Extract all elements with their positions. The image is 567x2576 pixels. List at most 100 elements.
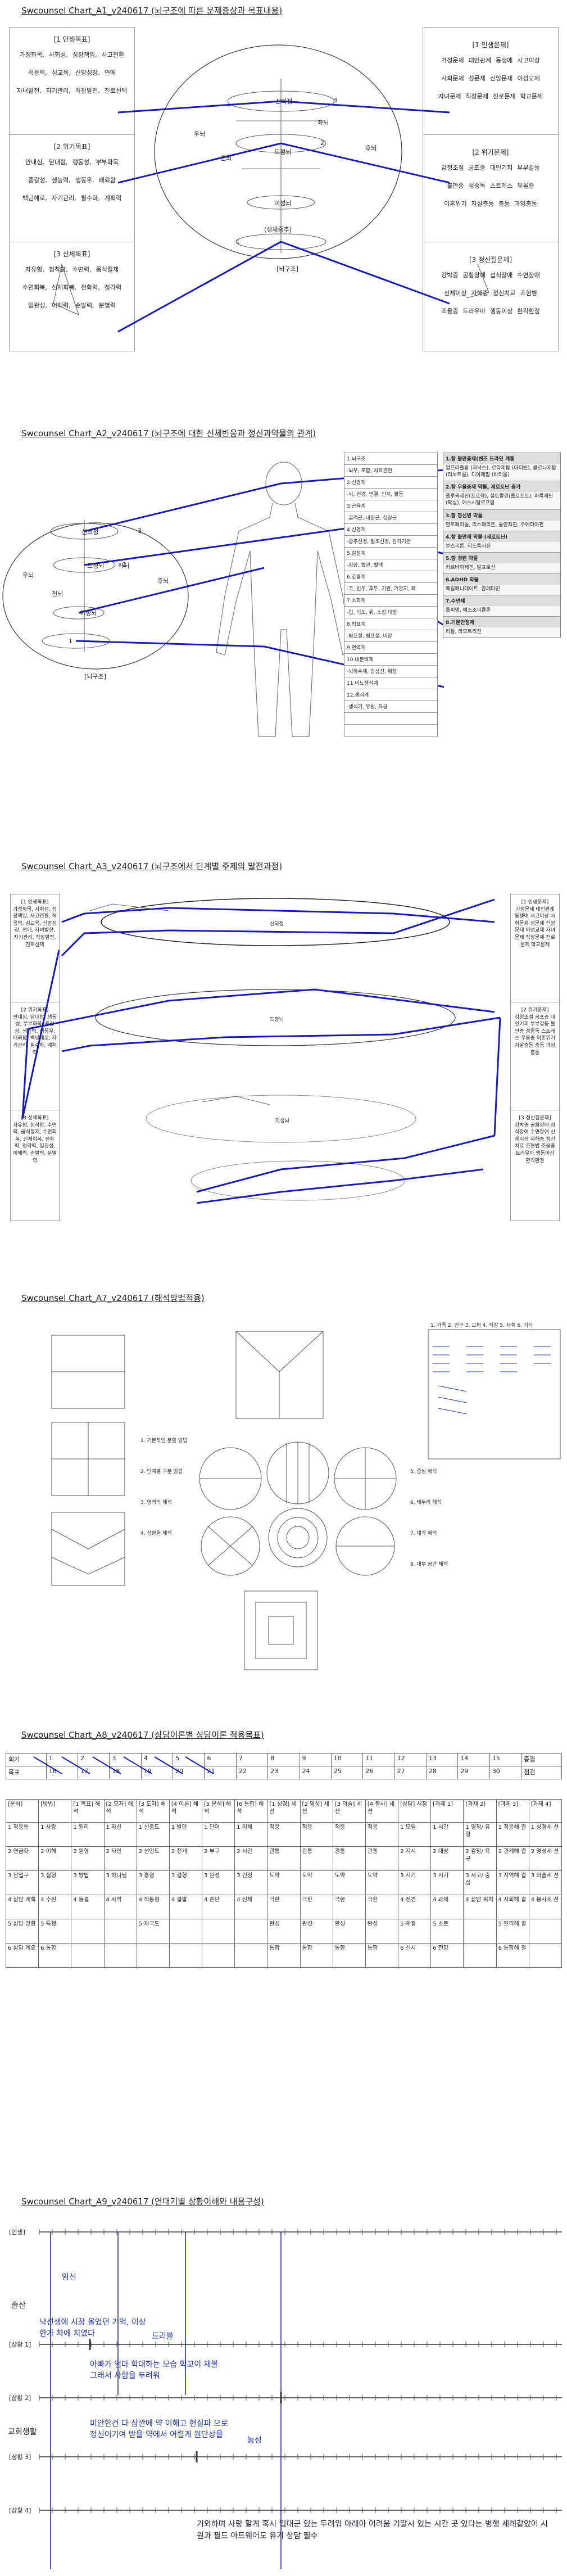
group-title: [1 인생문제] [472, 41, 509, 49]
system-item: 11.비뇨생식계 [344, 677, 437, 689]
a2-label-2: 2 [123, 561, 126, 568]
a3-right-seg-2: [2 위기문제]감정조절 공포증 대인기피 부부갈등 불안증 성중독 스트레스 … [511, 1002, 559, 1110]
a7-caption-4: 4. 상황을 해석 [140, 1531, 172, 1536]
group-row: 적응력,심교육,신앙성장,연애 [28, 69, 116, 76]
a9-row-situation-3: [상황 3] [9, 2453, 31, 2461]
a1-brain-caption: [뇌구조] [276, 265, 298, 273]
a3-ring-label-1: 신의정 [270, 921, 284, 927]
a9-title: Swcounsel Chart_A9_v240617 (연대기별 상황이해와 내… [21, 2197, 264, 2207]
system-item: 12.생식계 [344, 689, 437, 701]
a2-label-front-brain: 전뇌 [52, 590, 63, 598]
group-row: 가정화목,사회성,성장책임,사고전환 [19, 51, 125, 58]
a8-method-table: [분석][방법][1 목표] 해석[2 모자] 해석[3 도자] 해석[4 이론… [5, 1799, 563, 1968]
a2-label-1: 1 [69, 638, 72, 645]
a3-right-seg-3: [3 정신질문제]강박증 공황장애 섭식장애 수면장애 신체이상 자해증 정신치… [511, 1110, 559, 1215]
a2-body-systems-list: 1.뇌구조 -뇌우, 포함, 치료관련 2.신경계 -뇌, 건강, 연결, 인지… [344, 453, 438, 736]
a3-ellipse-top [101, 898, 450, 946]
system-item: 3.근육계 [344, 500, 437, 512]
a1-left-group-3: [3 신체목표] 자유함,침착함,수면력,음식절제 수면회복,신체회복,전화력,… [10, 242, 134, 349]
a2-label-reason: 이성뇌 [80, 609, 97, 617]
a9-row-life: [인생] [9, 2229, 25, 2236]
a7-caption-6: 6. 테두리 해석 [410, 1500, 442, 1506]
a9-note-birth: 출산 [11, 2301, 26, 2310]
system-item: -입, 식도, 위, 소장 대장 [344, 607, 437, 618]
a9-note-long: 기외하며 사랑 할게 혹시 입대군 있는 두려워 아래아 어려움 기말시 있는 … [197, 2520, 548, 2541]
a7-caption-8: 8. 내부 공간 해석 [410, 1562, 448, 1567]
group-row: 자유함,침착함,수면력,음식절제 [25, 266, 119, 273]
system-item: 1.뇌구조 [344, 453, 437, 465]
a2-label-emotion: 드정뇌 [87, 562, 105, 570]
table-row: [분석][방법][1 목표] 해석[2 모자] 해석[3 도자] 해석[4 이론… [5, 1799, 563, 1823]
a3-left-goals: [1 인생목표]가정화목, 사회성, 성장책임, 사고전환, 적응력, 심교육,… [10, 894, 60, 1221]
a7-title: Swcounsel Chart_A7_v240617 (해석방법적용) [21, 1293, 205, 1303]
a2-label-left-brain: 좌뇌 [118, 562, 130, 570]
group-row: 중갈성,생능력,생동우,배뢰함 [28, 176, 116, 184]
group-title: [3 신체목표] [53, 250, 90, 258]
a9-note-sit: 농성 [247, 2436, 262, 2445]
a1-label-2: 2 [320, 139, 324, 147]
a7-diagrams [51, 1329, 561, 1670]
a1-label-emotion: 드정뇌 [274, 148, 292, 156]
a1-label-spirit: 신의정 [275, 98, 293, 105]
a2-label-3: 3 [138, 527, 142, 535]
a1-label-right-brain: 우뇌 [194, 130, 206, 138]
a2-label-back-brain: 후뇌 [157, 577, 169, 585]
a9-row-situation-1: [상황 1] [9, 2341, 31, 2348]
a9-note-dribble: 드리블 [152, 2332, 174, 2341]
a1-left-group-1: [1 인생목표] 가정화목,사회성,성장책임,사고전환 적응력,심교육,신앙성장… [10, 28, 134, 134]
group-title: [3 정신질문제] [469, 256, 512, 264]
a3-left-seg-1: [1 인생목표]가정화목, 사회성, 성장책임, 사고전환, 적응력, 심교육,… [13, 900, 57, 948]
a1-label-vital: (생체중추) [264, 226, 292, 233]
a1-label-front-brain: 전뇌 [220, 155, 232, 162]
system-item: 9.면역계 [344, 642, 437, 654]
a1-brain-outer [154, 44, 402, 259]
a9-row-situation-2: [상황 2] [9, 2394, 31, 2402]
a1-label-left-brain: 좌뇌 [317, 119, 329, 126]
a9-note-memory: 낙선생에 시장 울었던 기억, 이상한가 차에 치였다 [39, 2318, 146, 2338]
system-item: -중추신경, 말초신경, 감각기관 [344, 536, 437, 548]
a2-label-right-brain: 우뇌 [22, 572, 34, 579]
a9-note-pregnancy: 임신 [62, 2273, 76, 2282]
system-item: 5.감정계 [344, 548, 437, 559]
system-item: 7.소화계 [344, 595, 437, 607]
a3-right-seg-1: [1 인생문제]가정문제 대인관계 동생애 사고이상 사회문제 성문제 신앙문제… [515, 900, 555, 948]
group-row: 백년해로,자기관리,필수화,계획력 [22, 194, 122, 202]
a7-sheet-header: 1. 가족 2. 친구 3. 교회 4. 직장 5. 사회 6. 기타 [430, 1323, 533, 1328]
a3-left-seg-2: [2 위기목표]안내심, 담대함, 행동성, 부부화목, 중갈성, 생능력, 생… [11, 1002, 59, 1110]
system-item: -뇌우, 포함, 치료관련 [344, 465, 437, 477]
group-title: [2 위기문제] [472, 148, 509, 156]
group-row: 수면회복,신체회복,전화력,정각력 [22, 283, 122, 291]
a3-ellipse-mid [95, 989, 456, 1046]
a2-brain-outer [2, 522, 189, 670]
group-title: [1 인생목표] [53, 35, 90, 43]
system-item: 8.림프계 [344, 618, 437, 630]
a1-left-goals-panel: [1 인생목표] 가정화목,사회성,성장책임,사고전환 적응력,심교육,신앙성장… [9, 27, 135, 351]
system-item: 10.내분비계 [344, 654, 437, 666]
a3-ellipse-bot [190, 1160, 405, 1201]
a1-label-1: 1 [236, 238, 240, 246]
a9-note-reality: 미안한건 다 잠깐에 약 이해고 현실파 으로 정신이기여 받을 약에서 어렵게… [90, 2419, 228, 2439]
group-row: 일관성,이해력,순발력,분별력 [28, 301, 116, 309]
